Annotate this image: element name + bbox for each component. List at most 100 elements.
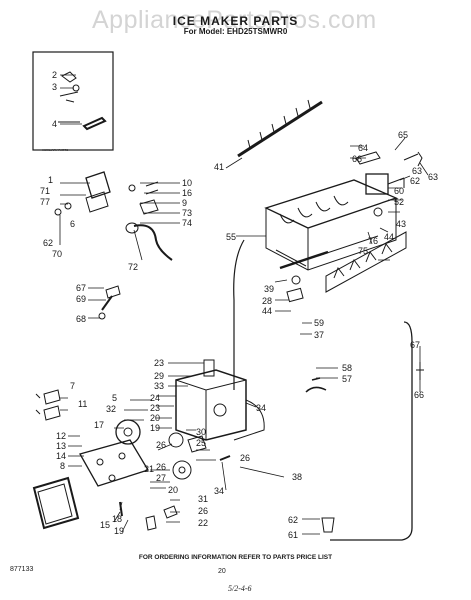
shutoff-arm (98, 285, 121, 320)
callout-24: 24 (150, 393, 160, 403)
callout-labels: 2 3 4 1 71 77 6 62 70 10 16 9 73 74 72 6… (40, 70, 438, 540)
callout-55: 57 (342, 374, 352, 384)
callout-13: 13 (56, 441, 66, 451)
inset-parts (58, 71, 107, 131)
callout-16: 16 (182, 188, 192, 198)
callout-76: 76 (368, 236, 378, 246)
callout-26: 26 (156, 440, 166, 450)
leader-lines (59, 74, 429, 535)
stripper (325, 231, 407, 293)
callout-44: 43 (396, 219, 406, 229)
handwritten-note: 5/2-4-6 (228, 584, 252, 593)
callout-41: 41 (214, 162, 224, 172)
callout-72: 72 (128, 262, 138, 272)
callout-26d: 26 (198, 506, 208, 516)
callout-28: 28 (262, 296, 272, 306)
callout-39: 37 (314, 330, 324, 340)
fill-tube (125, 181, 173, 261)
callout-4: 4 (52, 119, 57, 129)
callout-25: 25 (196, 438, 206, 448)
callout-50b: 44 (262, 306, 272, 316)
callout-52: 52 (394, 197, 404, 207)
mounting-plate (79, 439, 149, 487)
callout-61: 63 (412, 166, 422, 176)
watermark: AppliancePartsPros.com (92, 6, 377, 34)
callout-37: 34 (256, 403, 266, 413)
callout-20b: 20 (168, 485, 178, 495)
callout-1: 1 (48, 175, 53, 185)
callout-74: 74 (182, 218, 192, 228)
callout-66: 66 (414, 390, 424, 400)
wire-harness (233, 239, 245, 390)
callout-3: 3 (52, 82, 57, 92)
callout-29: 29 (154, 371, 164, 381)
fill-tube-rod (321, 321, 413, 541)
callout-56: 58 (342, 363, 352, 373)
callout-23: 23 (154, 358, 164, 368)
callout-19: 19 (150, 423, 160, 433)
model-line: For Model: EHD25TSMWR0 (183, 27, 288, 36)
callout-30: 30 (196, 427, 206, 437)
callout-18: 18 (112, 514, 122, 524)
callout-60: 62 (43, 238, 53, 248)
thermostat-assembly (355, 151, 423, 217)
callout-69: 69 (76, 294, 86, 304)
callout-26b: 26 (156, 462, 166, 472)
switches (35, 389, 61, 421)
heater-rod (279, 250, 329, 270)
callout-43: 39 (264, 284, 274, 294)
callout-67: 67 (76, 283, 86, 293)
ejector (237, 99, 323, 158)
callout-8: 8 (60, 461, 65, 471)
callout-71: 71 (40, 186, 50, 196)
mounting-assembly (54, 171, 136, 216)
callout-12: 12 (56, 431, 66, 441)
cover (32, 476, 80, 530)
callout-10: 10 (182, 178, 192, 188)
callout-15: 15 (100, 520, 110, 530)
callout-27: 27 (156, 473, 166, 483)
callout-19b: 19 (114, 526, 124, 536)
callout-60c: 62 (288, 515, 298, 525)
callout-26c: 26 (240, 453, 250, 463)
ordering-note: FOR ORDERING INFORMATION REFER TO PARTS … (138, 554, 333, 561)
callout-34: 34 (214, 486, 224, 496)
callout-59: 61 (288, 530, 298, 540)
callout-20: 20 (150, 413, 160, 423)
callout-60b: 62 (410, 176, 420, 186)
callout-77: 77 (40, 197, 50, 207)
callout-2: 2 (52, 70, 57, 80)
callout-31: 31 (198, 494, 208, 504)
callout-23b: 23 (150, 403, 160, 413)
callout-75: 75 (358, 246, 368, 256)
callout-57: 59 (314, 318, 324, 328)
callout-5: 5 (112, 393, 117, 403)
callout-22: 22 (198, 518, 208, 528)
callout-11: 11 (78, 399, 87, 409)
callout-7: 7 (70, 381, 75, 391)
callout-63: 64 (358, 143, 368, 153)
auxiliary-parts-inset (32, 51, 114, 151)
callout-68: 68 (76, 314, 86, 324)
callout-73: 73 (182, 208, 192, 218)
callout-17: 17 (94, 420, 104, 430)
callout-9: 9 (182, 198, 187, 208)
callout-51: 55 (226, 232, 236, 242)
callout-50: 44 (384, 232, 394, 242)
document-code: 877133 (10, 566, 34, 573)
callout-14: 14 (56, 451, 66, 461)
callout-58: 60 (394, 186, 404, 196)
inset-caption: AUXILIARY PARTS (42, 148, 69, 152)
callout-62: 63 (428, 172, 438, 182)
callout-33: 33 (154, 381, 164, 391)
callout-65: 66 (352, 154, 362, 164)
callout-6: 6 (70, 219, 75, 229)
callout-64: 65 (398, 130, 408, 140)
callout-32: 32 (106, 404, 116, 414)
diagram-title: ICE MAKER PARTS (172, 14, 299, 28)
page-number: 20 (218, 568, 226, 575)
callout-38: 38 (292, 472, 302, 482)
callout-21: 21 (144, 464, 154, 474)
